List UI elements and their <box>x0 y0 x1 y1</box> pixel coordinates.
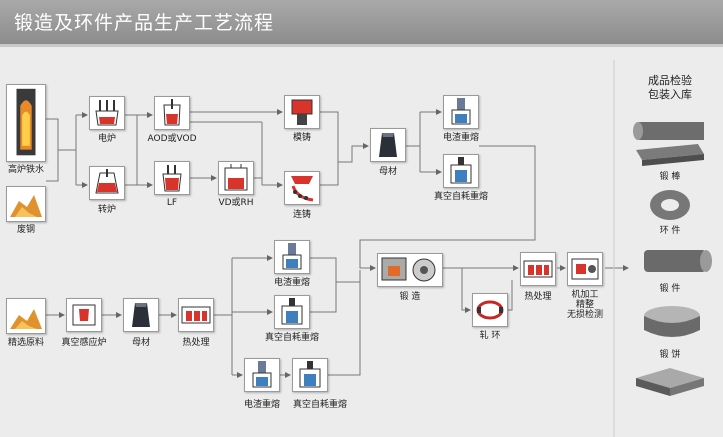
title-divider <box>0 44 723 47</box>
var-bottom-node <box>292 358 328 392</box>
scrap-steel-node <box>6 186 46 222</box>
var-top-node <box>443 154 479 188</box>
product-label-forging: 锻 件 <box>659 284 681 294</box>
raw-material-pile-icon <box>10 309 42 329</box>
esr-furnace-icon <box>282 243 302 270</box>
base-material-bottom-label: 母材 <box>131 338 151 348</box>
forging-label: 锻 造 <box>399 292 421 302</box>
billet-icon <box>132 303 150 327</box>
base-material-top-label: 母材 <box>378 167 398 177</box>
blast-furnace-label: 高炉铁水 <box>7 165 45 175</box>
forged-bar-image <box>633 122 704 140</box>
var-furnace-icon <box>299 361 321 388</box>
forged-block-image <box>636 368 704 396</box>
machining-line-3: 无损检测 <box>566 310 603 320</box>
forging-node <box>377 253 443 287</box>
aod-vessel-icon <box>163 99 181 126</box>
electric-furnace-icon <box>95 100 119 126</box>
esr-furnace-icon <box>451 98 471 125</box>
products-title-line-2: 包装入库 <box>648 88 692 101</box>
heat-treatment-bottom-label: 热处理 <box>182 338 210 348</box>
forging-press-icon <box>381 257 436 282</box>
machining-line-1: 机加工 <box>571 290 599 300</box>
vacuum-induction-icon <box>72 304 96 326</box>
ingot-mould-icon <box>291 99 313 125</box>
vim-label: 真空感应炉 <box>61 338 107 348</box>
esr-top-label: 电渣重熔 <box>442 133 480 143</box>
electric-furnace-label: 电炉 <box>97 134 117 144</box>
vacuum-degassing-icon <box>224 164 248 191</box>
var-mid-label: 真空自耗重熔 <box>264 333 320 343</box>
ring-image <box>650 190 690 220</box>
scrap-pile-icon <box>10 195 42 217</box>
vd-rh-label: VD或RH <box>218 198 254 208</box>
esr-mid-node <box>274 240 310 274</box>
heat-treatment-bottom-node <box>178 298 214 332</box>
aod-vod-node <box>154 96 190 130</box>
product-label-bar: 锻 棒 <box>659 172 681 182</box>
forged-disc-image <box>644 306 700 337</box>
square-bar-image <box>636 144 704 166</box>
continuous-casting-node <box>284 171 320 205</box>
lf-label: LF <box>166 198 178 208</box>
lf-node <box>154 161 190 195</box>
product-label-disc: 锻 饼 <box>659 350 681 360</box>
machining-label: 机加工 精整 无损检测 <box>555 290 615 320</box>
selected-raw-node <box>6 298 46 334</box>
var-furnace-icon <box>450 157 472 184</box>
heat-treatment-icon <box>523 260 553 278</box>
base-material-bottom-node <box>123 298 159 332</box>
esr-top-node <box>443 95 479 129</box>
electric-furnace-node <box>89 96 125 130</box>
title-bar: 锻造及环件产品生产工艺流程 <box>0 0 723 44</box>
ring-rolling-label: 轧 环 <box>479 331 501 341</box>
blast-furnace-node <box>6 84 46 162</box>
products-title: 成品检验 包装入库 <box>648 74 692 102</box>
esr-mid-label: 电渣重熔 <box>273 278 311 288</box>
ladle-furnace-icon <box>162 165 182 192</box>
continuous-casting-label: 连铸 <box>292 210 312 220</box>
vd-rh-node <box>218 161 254 195</box>
ring-rolling-icon <box>476 300 504 320</box>
ring-rolling-node <box>472 293 508 327</box>
converter-node <box>89 166 125 200</box>
esr-bottom-node <box>244 358 280 392</box>
var-furnace-icon <box>281 298 303 325</box>
forging-shaft-image <box>644 250 712 272</box>
esr-furnace-icon <box>252 361 272 388</box>
blast-furnace-icon <box>16 88 36 156</box>
ingot-casting-node <box>284 95 320 129</box>
page-title: 锻造及环件产品生产工艺流程 <box>14 12 275 34</box>
products-title-line-1: 成品检验 <box>648 74 692 87</box>
scrap-steel-label: 废钢 <box>16 225 36 235</box>
var-bottom-label: 真空自耗重熔 <box>292 400 348 410</box>
continuous-caster-icon <box>291 176 314 202</box>
converter-label: 转炉 <box>97 205 117 215</box>
var-mid-node <box>274 295 310 329</box>
vim-node <box>66 298 102 332</box>
product-label-ring: 环 件 <box>659 226 681 236</box>
base-material-top-node <box>370 128 406 162</box>
heat-treatment-right-label: 热处理 <box>524 292 552 302</box>
var-top-label: 真空自耗重熔 <box>433 192 489 202</box>
aod-vod-label: AOD或VOD <box>147 134 197 144</box>
esr-bottom-label: 电渣重熔 <box>243 400 281 410</box>
machining-line-2: 精整 <box>575 300 594 310</box>
ingot-casting-label: 模铸 <box>292 133 312 143</box>
machining-node <box>567 252 603 286</box>
converter-icon <box>95 169 119 194</box>
heat-treatment-icon <box>181 306 211 324</box>
heat-treatment-right-node <box>520 252 556 286</box>
selected-raw-label: 精选原料 <box>7 338 45 348</box>
machining-icon <box>571 258 599 280</box>
billet-icon <box>379 133 397 157</box>
